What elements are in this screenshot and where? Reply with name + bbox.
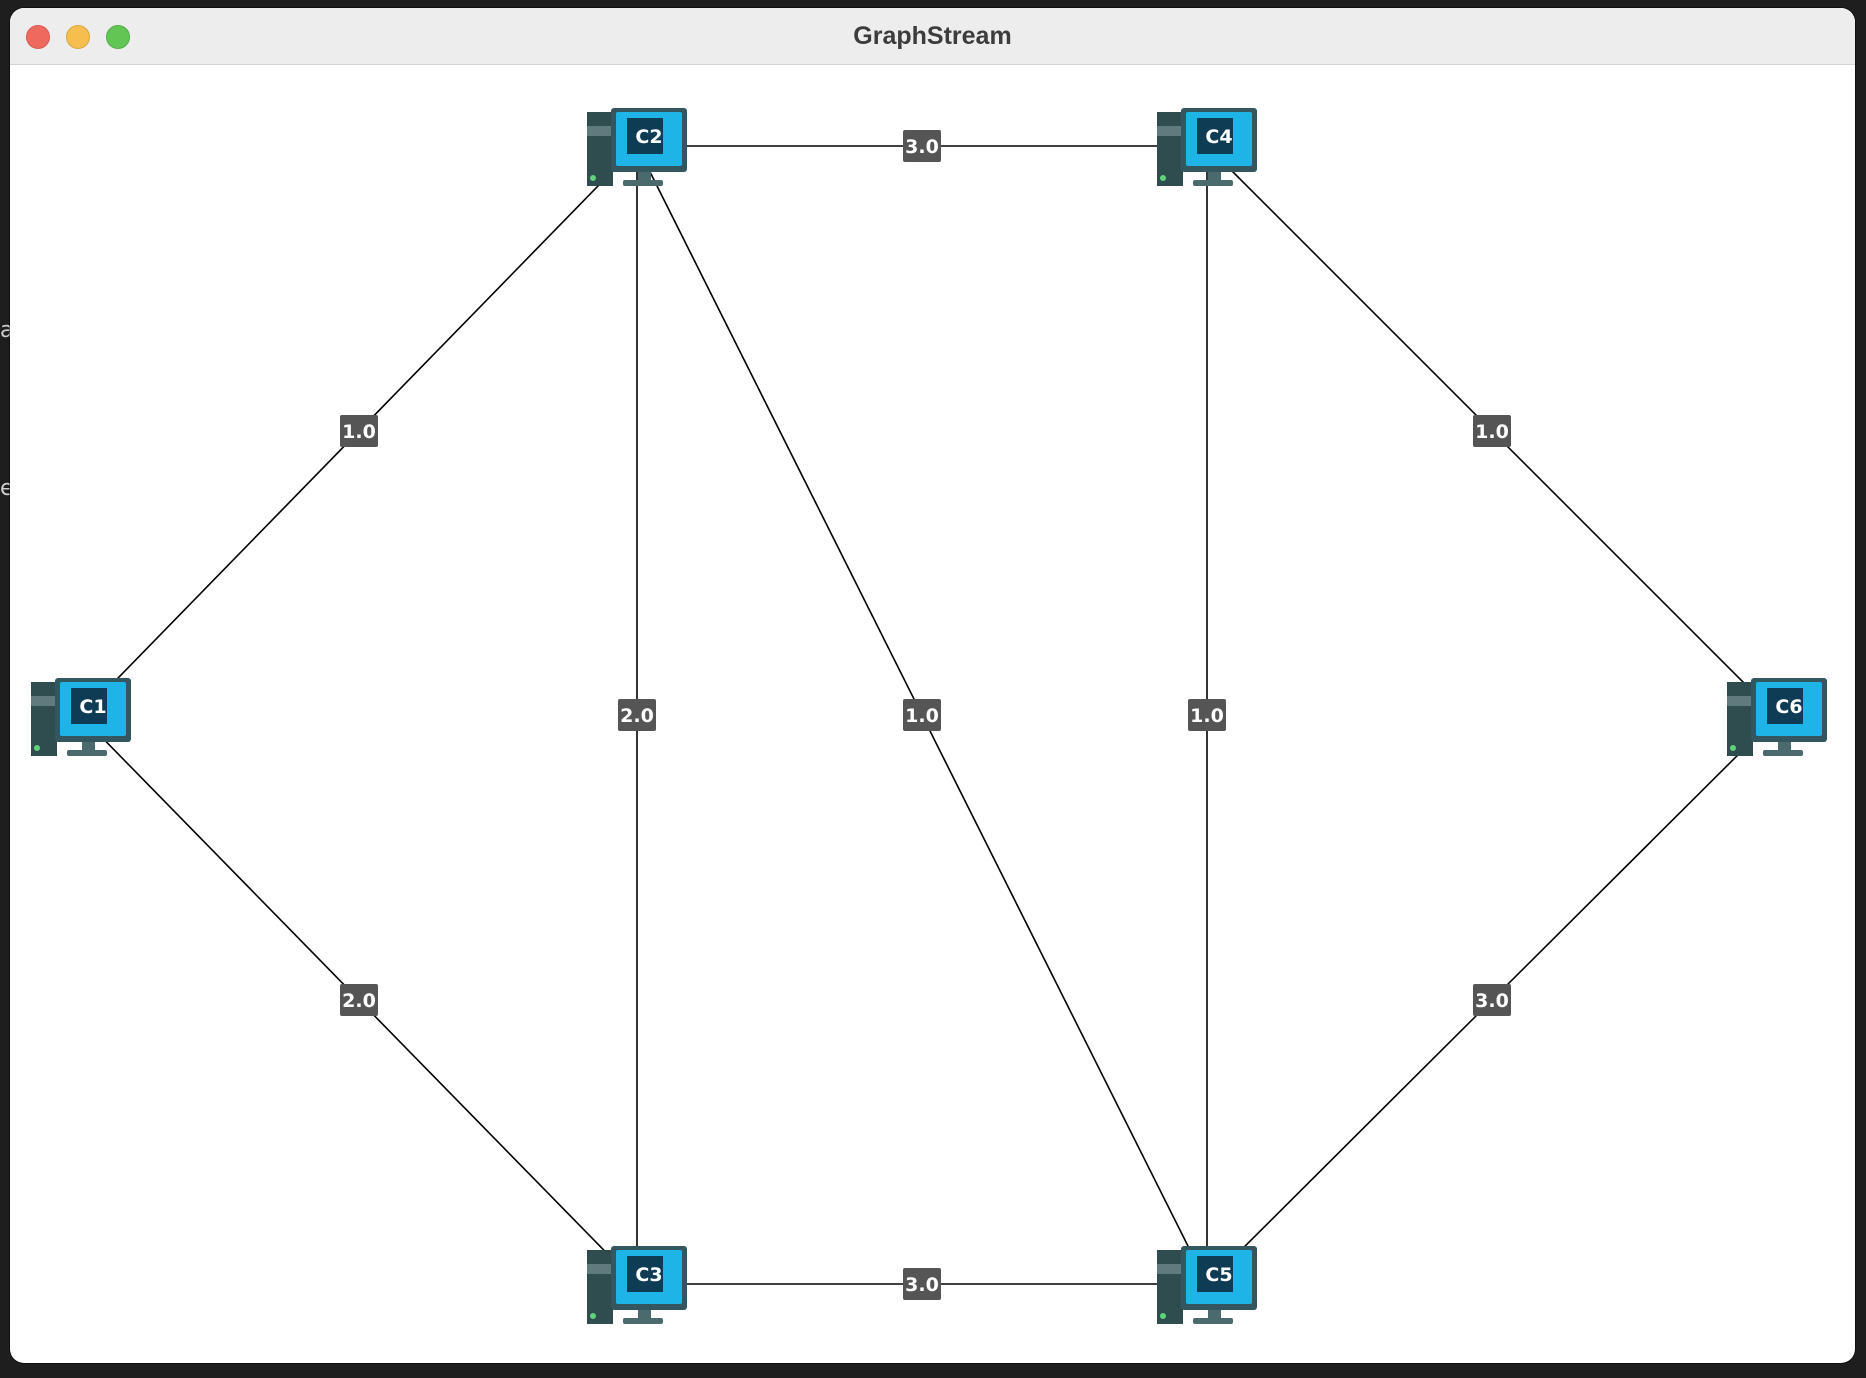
computer-icon xyxy=(1727,678,1827,756)
edge-weight-text: 1.0 xyxy=(905,705,939,727)
edge-weight-text: 3.0 xyxy=(1475,990,1509,1012)
minimize-window-button[interactable] xyxy=(66,25,90,49)
edge-weight-label: 2.0 xyxy=(618,699,656,731)
zoom-window-button[interactable] xyxy=(106,25,130,49)
node-c3[interactable]: C3 xyxy=(587,1246,687,1324)
computer-icon xyxy=(587,1246,687,1324)
edge-weight-label: 1.0 xyxy=(903,699,941,731)
edge-weight-text: 1.0 xyxy=(342,421,376,443)
edge-weight-label: 3.0 xyxy=(903,130,941,162)
computer-icon xyxy=(587,108,687,186)
node-label: C6 xyxy=(1775,696,1802,718)
computer-icon xyxy=(31,678,131,756)
node-label: C2 xyxy=(635,126,662,148)
edge-weight-text: 3.0 xyxy=(905,1274,939,1296)
node-c6[interactable]: C6 xyxy=(1727,678,1827,756)
edge-weight-text: 2.0 xyxy=(342,990,376,1012)
edge-weight-label: 1.0 xyxy=(1473,415,1511,447)
node-c2[interactable]: C2 xyxy=(587,108,687,186)
edge-weight-text: 1.0 xyxy=(1475,421,1509,443)
edge-weight-label: 1.0 xyxy=(1188,699,1226,731)
title-bar[interactable]: GraphStream xyxy=(10,8,1855,65)
node-c1[interactable]: C1 xyxy=(31,678,131,756)
edge-weight-text: 1.0 xyxy=(1190,705,1224,727)
node-c4[interactable]: C4 xyxy=(1157,108,1257,186)
node-c5[interactable]: C5 xyxy=(1157,1246,1257,1324)
edge-weight-label: 3.0 xyxy=(1473,984,1511,1016)
window-title: GraphStream xyxy=(853,22,1012,50)
edge-weight-label: 3.0 xyxy=(903,1268,941,1300)
node-label: C1 xyxy=(79,696,106,718)
edge-weight-text: 2.0 xyxy=(620,705,654,727)
computer-icon xyxy=(1157,1246,1257,1324)
edge-weight-text: 3.0 xyxy=(905,136,939,158)
edge-labels-layer: 1.0 2.0 2.0 3.0 1.0 3.0 1.0 1.0 3.0 xyxy=(340,130,1511,1300)
edge-weight-label: 1.0 xyxy=(340,415,378,447)
node-label: C4 xyxy=(1205,126,1232,148)
node-label: C3 xyxy=(635,1264,662,1286)
computer-icon xyxy=(1157,108,1257,186)
node-label: C5 xyxy=(1205,1264,1232,1286)
close-window-button[interactable] xyxy=(26,25,50,49)
edge-weight-label: 2.0 xyxy=(340,984,378,1016)
